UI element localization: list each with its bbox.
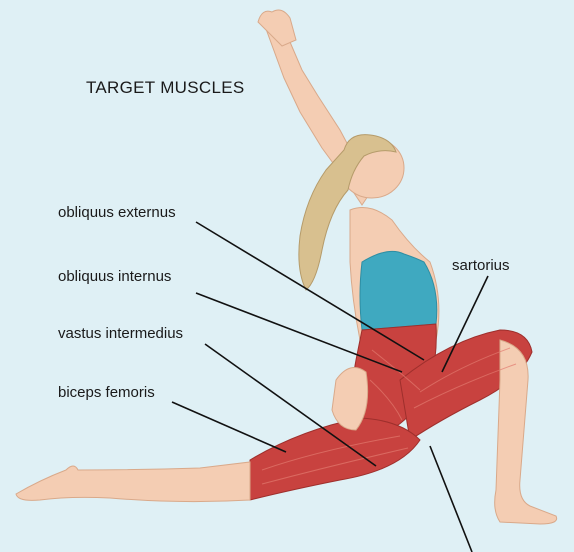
front-thigh [399, 329, 533, 441]
back-hip [331, 367, 369, 431]
back-shin [15, 461, 251, 503]
leader-vastus-intermedius [204, 343, 377, 467]
sports-top [359, 250, 438, 331]
leader-biceps-femoris [171, 401, 287, 453]
hands [257, 9, 297, 47]
leader-sartorius [441, 275, 489, 373]
leader-bottom [429, 445, 473, 552]
label-obliquus-externus: obliquus externus [58, 204, 176, 221]
diagram-title: TARGET MUSCLES [86, 78, 245, 97]
label-vastus-intermedius: vastus intermedius [58, 325, 184, 342]
label-biceps-femoris: biceps femoris [58, 384, 155, 401]
hair [298, 134, 397, 291]
leader-lines [171, 221, 489, 552]
muscle-striations [261, 347, 517, 485]
label-sartorius: sartorius [452, 257, 510, 274]
leader-obliquus-externus [195, 221, 425, 361]
label-obliquus-internus: obliquus internus [58, 268, 172, 285]
front-shin [494, 339, 558, 525]
back-thigh [249, 417, 421, 501]
leader-obliquus-internus [195, 292, 403, 373]
